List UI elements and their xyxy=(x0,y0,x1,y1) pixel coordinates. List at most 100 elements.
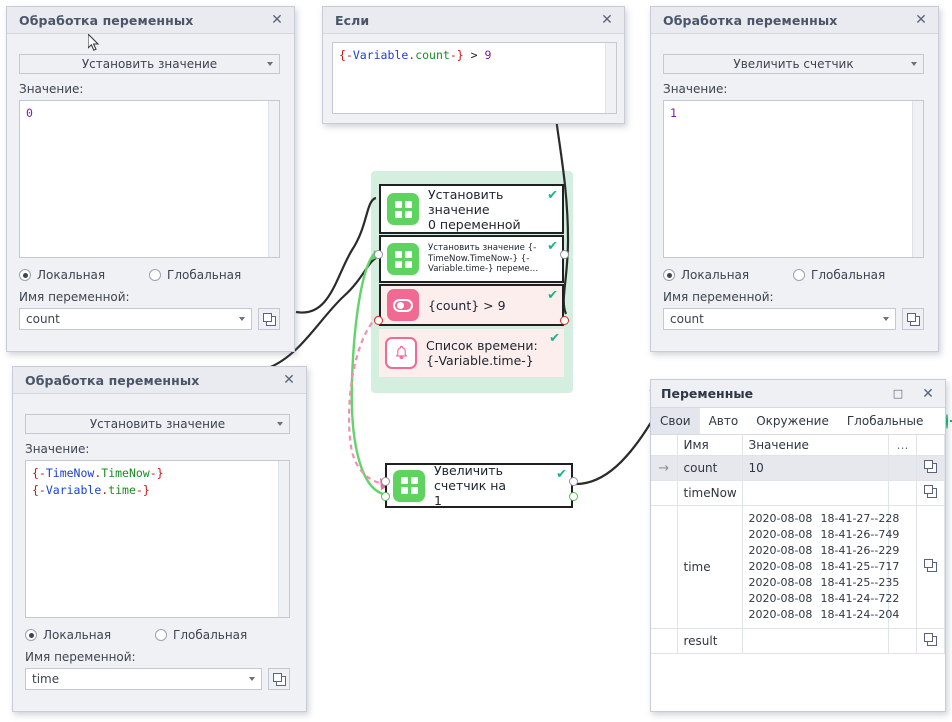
code-property: count xyxy=(415,48,450,62)
close-icon[interactable]: ✕ xyxy=(915,12,927,28)
radio-local[interactable]: Локальная xyxy=(19,268,149,282)
row-more[interactable] xyxy=(888,628,917,654)
code-brace-close: -} xyxy=(449,48,464,62)
action-dropdown[interactable]: Установить значение xyxy=(25,414,290,434)
flow-node-increment[interactable]: Увеличить счетчик на 1 ✔ xyxy=(385,463,573,508)
copy-button[interactable] xyxy=(258,308,280,330)
panel-set-time[interactable]: Обработка переменных ✕ Установить значен… xyxy=(12,366,307,712)
row-copy-button[interactable] xyxy=(916,628,945,654)
close-icon[interactable]: ✕ xyxy=(271,12,283,28)
close-icon[interactable]: ✕ xyxy=(922,385,934,402)
increment-port-out[interactable] xyxy=(569,477,578,486)
value-editor[interactable]: 0 xyxy=(19,100,280,258)
copy-button[interactable] xyxy=(902,308,924,330)
scope-radio-group[interactable]: Локальная Глобальная xyxy=(663,268,926,282)
radio-local-label: Локальная xyxy=(681,268,750,282)
close-icon[interactable]: ✕ xyxy=(601,12,613,28)
code-dot: . xyxy=(94,466,102,480)
row-copy-button[interactable] xyxy=(916,455,945,481)
scope-radio-group[interactable]: Локальная Глобальная xyxy=(25,628,294,642)
editor-scrollbar[interactable] xyxy=(912,101,923,257)
tab-okruzhenie[interactable]: Окружение xyxy=(756,414,829,428)
variables-titlebar[interactable]: Переменные □ ✕ xyxy=(651,380,945,408)
variables-window[interactable]: Переменные □ ✕ Свои Авто Окружение Глоба… xyxy=(650,379,952,712)
value-editor[interactable]: {-TimeNow.TimeNow-} {-Variable.time-} xyxy=(25,460,290,618)
flow-node-label: Установить значение 0 переменной xyxy=(428,186,521,232)
node-port-in[interactable] xyxy=(374,250,383,259)
close-icon[interactable]: ✕ xyxy=(283,372,295,388)
node-port-false-out-left[interactable] xyxy=(374,316,383,325)
row-more[interactable] xyxy=(888,480,917,506)
var-name-value: count xyxy=(26,312,60,326)
flow-node-label: Установить значение {-TimeNow.TimeNow-} … xyxy=(428,242,539,275)
editor-scrollbar[interactable] xyxy=(605,43,616,113)
code-namespace: TimeNow xyxy=(45,466,95,480)
grid-icon xyxy=(387,243,419,275)
tab-svoi[interactable]: Свои xyxy=(651,408,700,434)
flow-node-set-time[interactable]: Установить значение {-TimeNow.TimeNow-} … xyxy=(379,235,564,283)
maximize-icon[interactable]: □ xyxy=(892,387,904,400)
check-icon: ✔ xyxy=(547,188,558,203)
panel-if[interactable]: Если ✕ {-Variable.count-} > 9 xyxy=(322,6,625,124)
radio-local-dot xyxy=(663,269,675,281)
node-port-out[interactable] xyxy=(560,250,569,259)
panel-titlebar[interactable]: Обработка переменных ✕ xyxy=(13,367,306,394)
value-label: Значение: xyxy=(663,82,728,96)
table-row[interactable]: timeNow xyxy=(651,480,945,506)
col-value: Значение xyxy=(742,435,889,456)
flow-node-condition[interactable]: {count} > 9 ✔ xyxy=(379,284,564,326)
tab-globalnye[interactable]: Глобальные xyxy=(846,414,924,428)
row-more[interactable] xyxy=(888,505,917,629)
increment-port-loop-out[interactable] xyxy=(569,492,578,501)
copy-icon xyxy=(262,312,276,326)
increment-port-loop-in[interactable] xyxy=(381,492,390,501)
flow-node-set-zero[interactable]: Установить значение 0 переменной ✔ xyxy=(379,184,564,234)
var-name-row: count xyxy=(663,308,926,330)
node-port-false-out-right[interactable] xyxy=(560,316,569,325)
radio-global[interactable]: Глобальная xyxy=(155,628,247,642)
add-variable-icon[interactable] xyxy=(946,413,952,429)
code-namespace: Variable xyxy=(45,482,102,497)
editor-scrollbar[interactable] xyxy=(278,461,289,617)
row-more[interactable] xyxy=(888,455,917,481)
scope-radio-group[interactable]: Локальная Глобальная xyxy=(19,268,282,282)
table-row[interactable]: result xyxy=(651,628,945,654)
radio-global-label: Глобальная xyxy=(173,628,248,642)
var-name-input[interactable]: time xyxy=(25,668,262,690)
copy-button[interactable] xyxy=(268,668,290,690)
panel-titlebar[interactable]: Обработка переменных ✕ xyxy=(651,7,938,34)
variables-tabbar[interactable]: Свои Авто Окружение Глобальные xyxy=(651,408,952,435)
flow-node-notify[interactable]: Список времени: {-Variable.time-} ✔ xyxy=(379,329,564,377)
flow-node-label: {count} > 9 xyxy=(428,297,506,313)
radio-local[interactable]: Локальная xyxy=(663,268,793,282)
radio-global[interactable]: Глобальная xyxy=(793,268,885,282)
increment-port-in[interactable] xyxy=(381,477,390,486)
code-namespace: Variable xyxy=(352,48,409,62)
panel-titlebar[interactable]: Если ✕ xyxy=(323,7,624,34)
action-dropdown[interactable]: Установить значение xyxy=(19,54,280,74)
code-brace-open: {- xyxy=(32,482,46,497)
panel-set-count[interactable]: Обработка переменных ✕ Установить значен… xyxy=(6,6,295,352)
value-editor[interactable]: 1 xyxy=(663,100,924,258)
tab-avto[interactable]: Авто xyxy=(708,414,739,428)
editor-scrollbar[interactable] xyxy=(268,101,279,257)
row-copy-button[interactable] xyxy=(916,480,945,506)
var-name-input[interactable]: count xyxy=(663,308,896,330)
radio-local[interactable]: Локальная xyxy=(25,628,155,642)
table-row[interactable]: → count 10 xyxy=(651,455,945,481)
col-copy xyxy=(916,435,945,456)
check-icon: ✔ xyxy=(556,467,567,482)
flow-node-label: Список времени: {-Variable.time-} xyxy=(426,338,538,368)
condition-editor[interactable]: {-Variable.count-} > 9 xyxy=(332,42,617,114)
panel-increment[interactable]: Обработка переменных ✕ Увеличить счетчик… xyxy=(650,6,939,352)
action-dropdown[interactable]: Увеличить счетчик xyxy=(663,54,924,74)
var-name-label: Имя переменной: xyxy=(25,650,136,664)
var-name-input[interactable]: count xyxy=(19,308,252,330)
check-icon: ✔ xyxy=(547,239,558,254)
row-name: timeNow xyxy=(677,480,743,506)
row-copy-button[interactable] xyxy=(916,505,945,629)
panel-titlebar[interactable]: Обработка переменных ✕ xyxy=(7,7,294,34)
radio-global[interactable]: Глобальная xyxy=(149,268,241,282)
